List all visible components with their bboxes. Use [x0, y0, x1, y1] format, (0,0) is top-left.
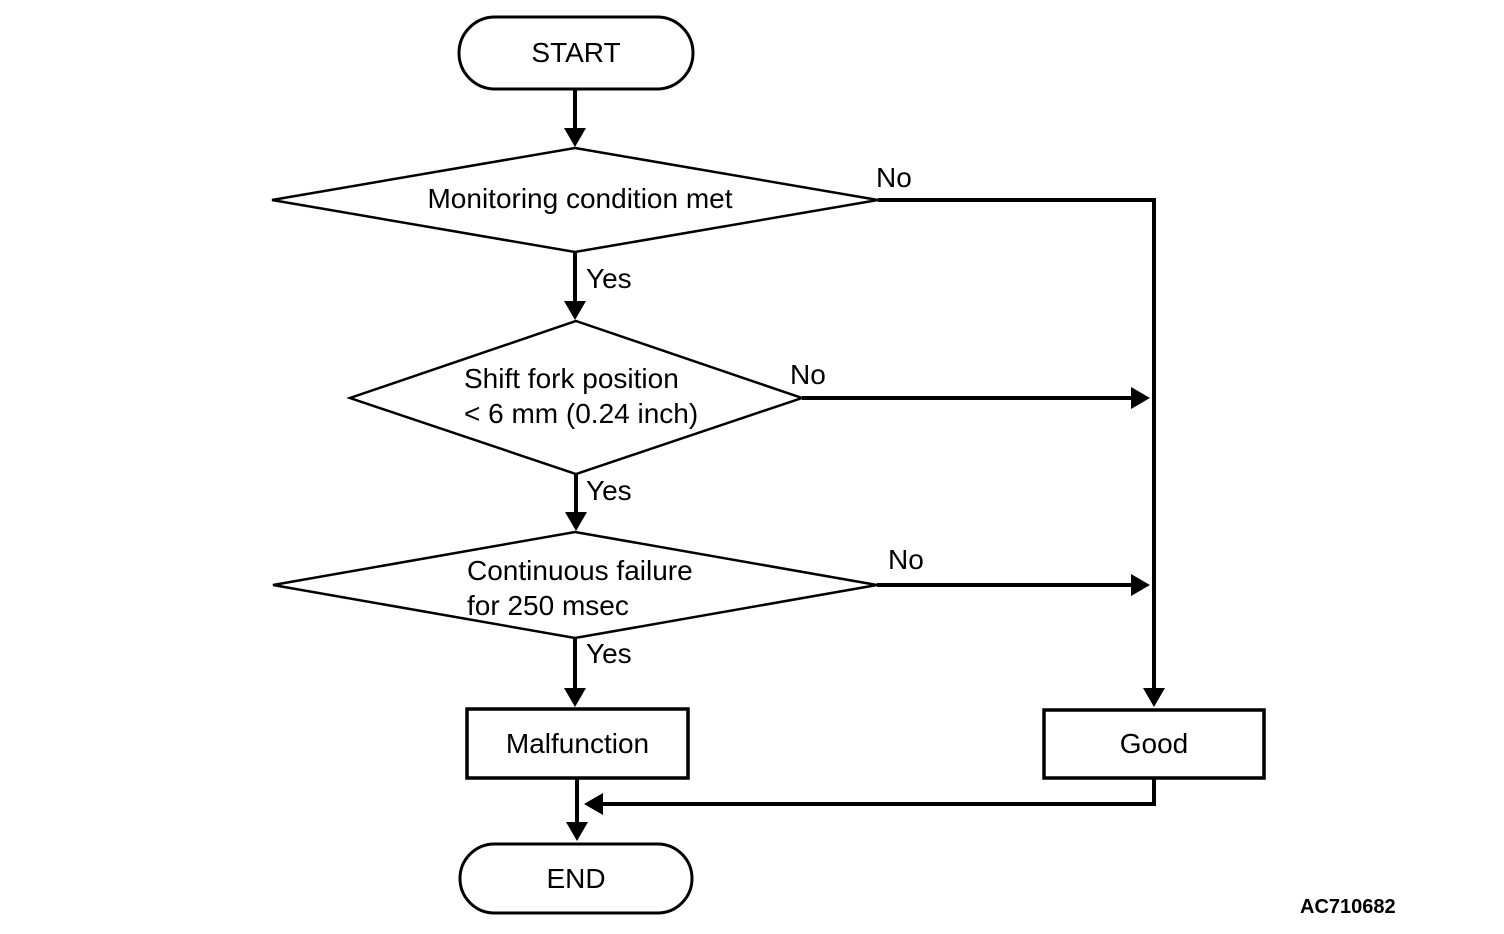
start-terminator-shape — [457, 15, 695, 91]
arrowhead-start-to-monitoring — [564, 128, 586, 147]
shift-fork-label: Shift fork position < 6 mm (0.24 inch) — [464, 361, 698, 431]
arrowhead-into-end — [566, 822, 588, 841]
arrowhead-into-malfunction — [564, 688, 586, 707]
arrowhead-continuous-failure-no — [1131, 574, 1150, 596]
malfunction-process-shape — [465, 707, 690, 780]
arrowhead-shift-fork-no — [1131, 387, 1150, 409]
label-continuous-failure-yes: Yes — [586, 638, 632, 669]
edge-good-to-end — [603, 778, 1156, 806]
label-monitoring-no: No — [876, 162, 912, 193]
figure-id: AC710682 — [1300, 896, 1396, 918]
arrowhead-into-continuous-failure — [565, 512, 587, 531]
edge-monitoring-no-to-good — [878, 198, 1156, 688]
continuous-failure-label-line1: Continuous failure — [467, 555, 693, 586]
arrowhead-into-good — [1143, 688, 1165, 707]
end-terminator-shape — [458, 842, 694, 915]
shift-fork-label-line2: < 6 mm (0.24 inch) — [464, 398, 699, 429]
malfunction-label: Malfunction — [505, 727, 650, 759]
label-shift-fork-yes: Yes — [586, 475, 632, 506]
monitoring-label: Monitoring condition met — [427, 183, 733, 214]
good-label: Good — [1119, 728, 1189, 759]
start-label: START — [531, 37, 621, 68]
arrowhead-good-to-end — [584, 793, 603, 815]
decision-shift-fork-shape — [346, 319, 806, 476]
good-process-shape — [1042, 708, 1266, 780]
label-shift-fork-no: No — [790, 359, 826, 390]
decision-continuous-failure-shape — [272, 530, 878, 640]
arrowhead-into-shift-fork — [564, 301, 586, 320]
continuous-failure-label: Continuous failure for 250 msec — [467, 553, 693, 623]
continuous-failure-label-line2: for 250 msec — [467, 590, 629, 621]
label-continuous-failure-no: No — [888, 544, 924, 575]
decision-monitoring-shape — [271, 146, 879, 254]
end-label: END — [546, 862, 606, 894]
label-monitoring-yes: Yes — [586, 263, 632, 294]
shift-fork-label-line1: Shift fork position — [464, 363, 679, 394]
